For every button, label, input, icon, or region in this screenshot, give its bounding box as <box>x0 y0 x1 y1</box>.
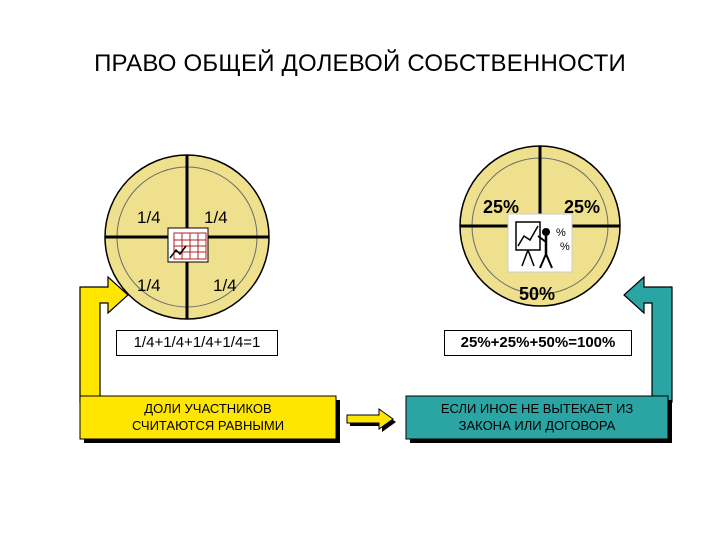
spreadsheet-icon <box>167 227 209 263</box>
left-quarter-top-right: 1/4 <box>204 208 228 227</box>
right-formula: 25%+25%+50%=100% <box>444 330 632 356</box>
left-quarter-top-left: 1/4 <box>137 208 161 227</box>
yellow-box-line-2: СЧИТАЮТСЯ РАВНЫМИ <box>131 418 285 433</box>
chart-board-icon: % % <box>507 213 573 273</box>
right-share-top-left: 25% <box>483 197 520 217</box>
svg-text:%: % <box>556 227 566 239</box>
page-title: ПРАВО ОБЩЕЙ ДОЛЕВОЙ СОБСТВЕННОСТИ <box>94 50 626 77</box>
teal-box-line-1: ЕСЛИ ИНОЕ НЕ ВЫТЕКАЕТ ИЗ <box>440 401 634 416</box>
yellow-box-text: ДОЛИ УЧАСТНИКОВ СЧИТАЮТСЯ РАВНЫМИ <box>80 400 336 434</box>
svg-text:%: % <box>560 241 570 253</box>
yellow-box-line-1: ДОЛИ УЧАСТНИКОВ <box>144 401 272 416</box>
right-share-top-right: 25% <box>564 197 601 217</box>
left-quarter-bottom-left: 1/4 <box>137 276 161 295</box>
teal-loop-arrow <box>623 275 673 403</box>
teal-box <box>405 395 672 443</box>
yellow-loop-arrow <box>79 275 129 403</box>
yellow-box <box>79 395 340 443</box>
teal-box-text: ЕСЛИ ИНОЕ НЕ ВЫТЕКАЕТ ИЗ ЗАКОНА ИЛИ ДОГО… <box>406 400 668 434</box>
left-quarter-bottom-right: 1/4 <box>213 276 237 295</box>
teal-box-line-2: ЗАКОНА ИЛИ ДОГОВОРА <box>458 418 616 433</box>
right-arrow-icon <box>346 408 396 432</box>
right-share-bottom: 50% <box>519 284 556 304</box>
left-formula: 1/4+1/4+1/4+1/4=1 <box>116 330 278 356</box>
